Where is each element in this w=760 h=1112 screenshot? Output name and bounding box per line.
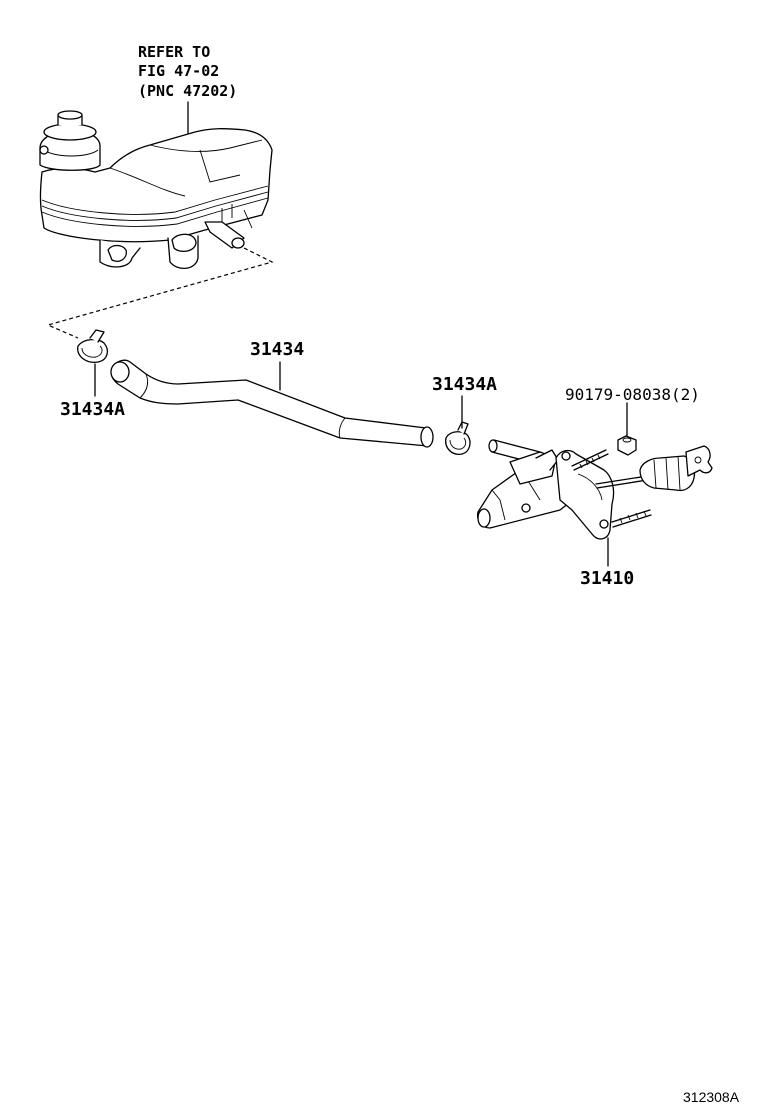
reservoir-tank-illustration [39, 110, 273, 269]
connection-dashed-line [46, 247, 274, 339]
right-clamp-label: 31434A [432, 374, 497, 395]
reference-note: REFER TO FIG 47-02 (PNC 47202) [138, 43, 237, 100]
left-clamp-label: 31434A [60, 399, 125, 420]
nut-label: 90179-08038(2) [565, 385, 700, 404]
hose-label: 31434 [250, 339, 304, 360]
reference-line-2: FIG 47-02 [138, 62, 219, 80]
left-clamp-illustration [77, 329, 109, 363]
nut-illustration [617, 435, 637, 456]
hose-illustration [110, 359, 434, 448]
reference-line-1: REFER TO [138, 43, 210, 61]
diagram-id: 312308A [683, 1089, 740, 1105]
right-clamp-illustration [445, 421, 471, 455]
reference-line-3: (PNC 47202) [138, 82, 237, 100]
master-cylinder-illustration [476, 439, 713, 540]
master-cylinder-label: 31410 [580, 568, 634, 589]
